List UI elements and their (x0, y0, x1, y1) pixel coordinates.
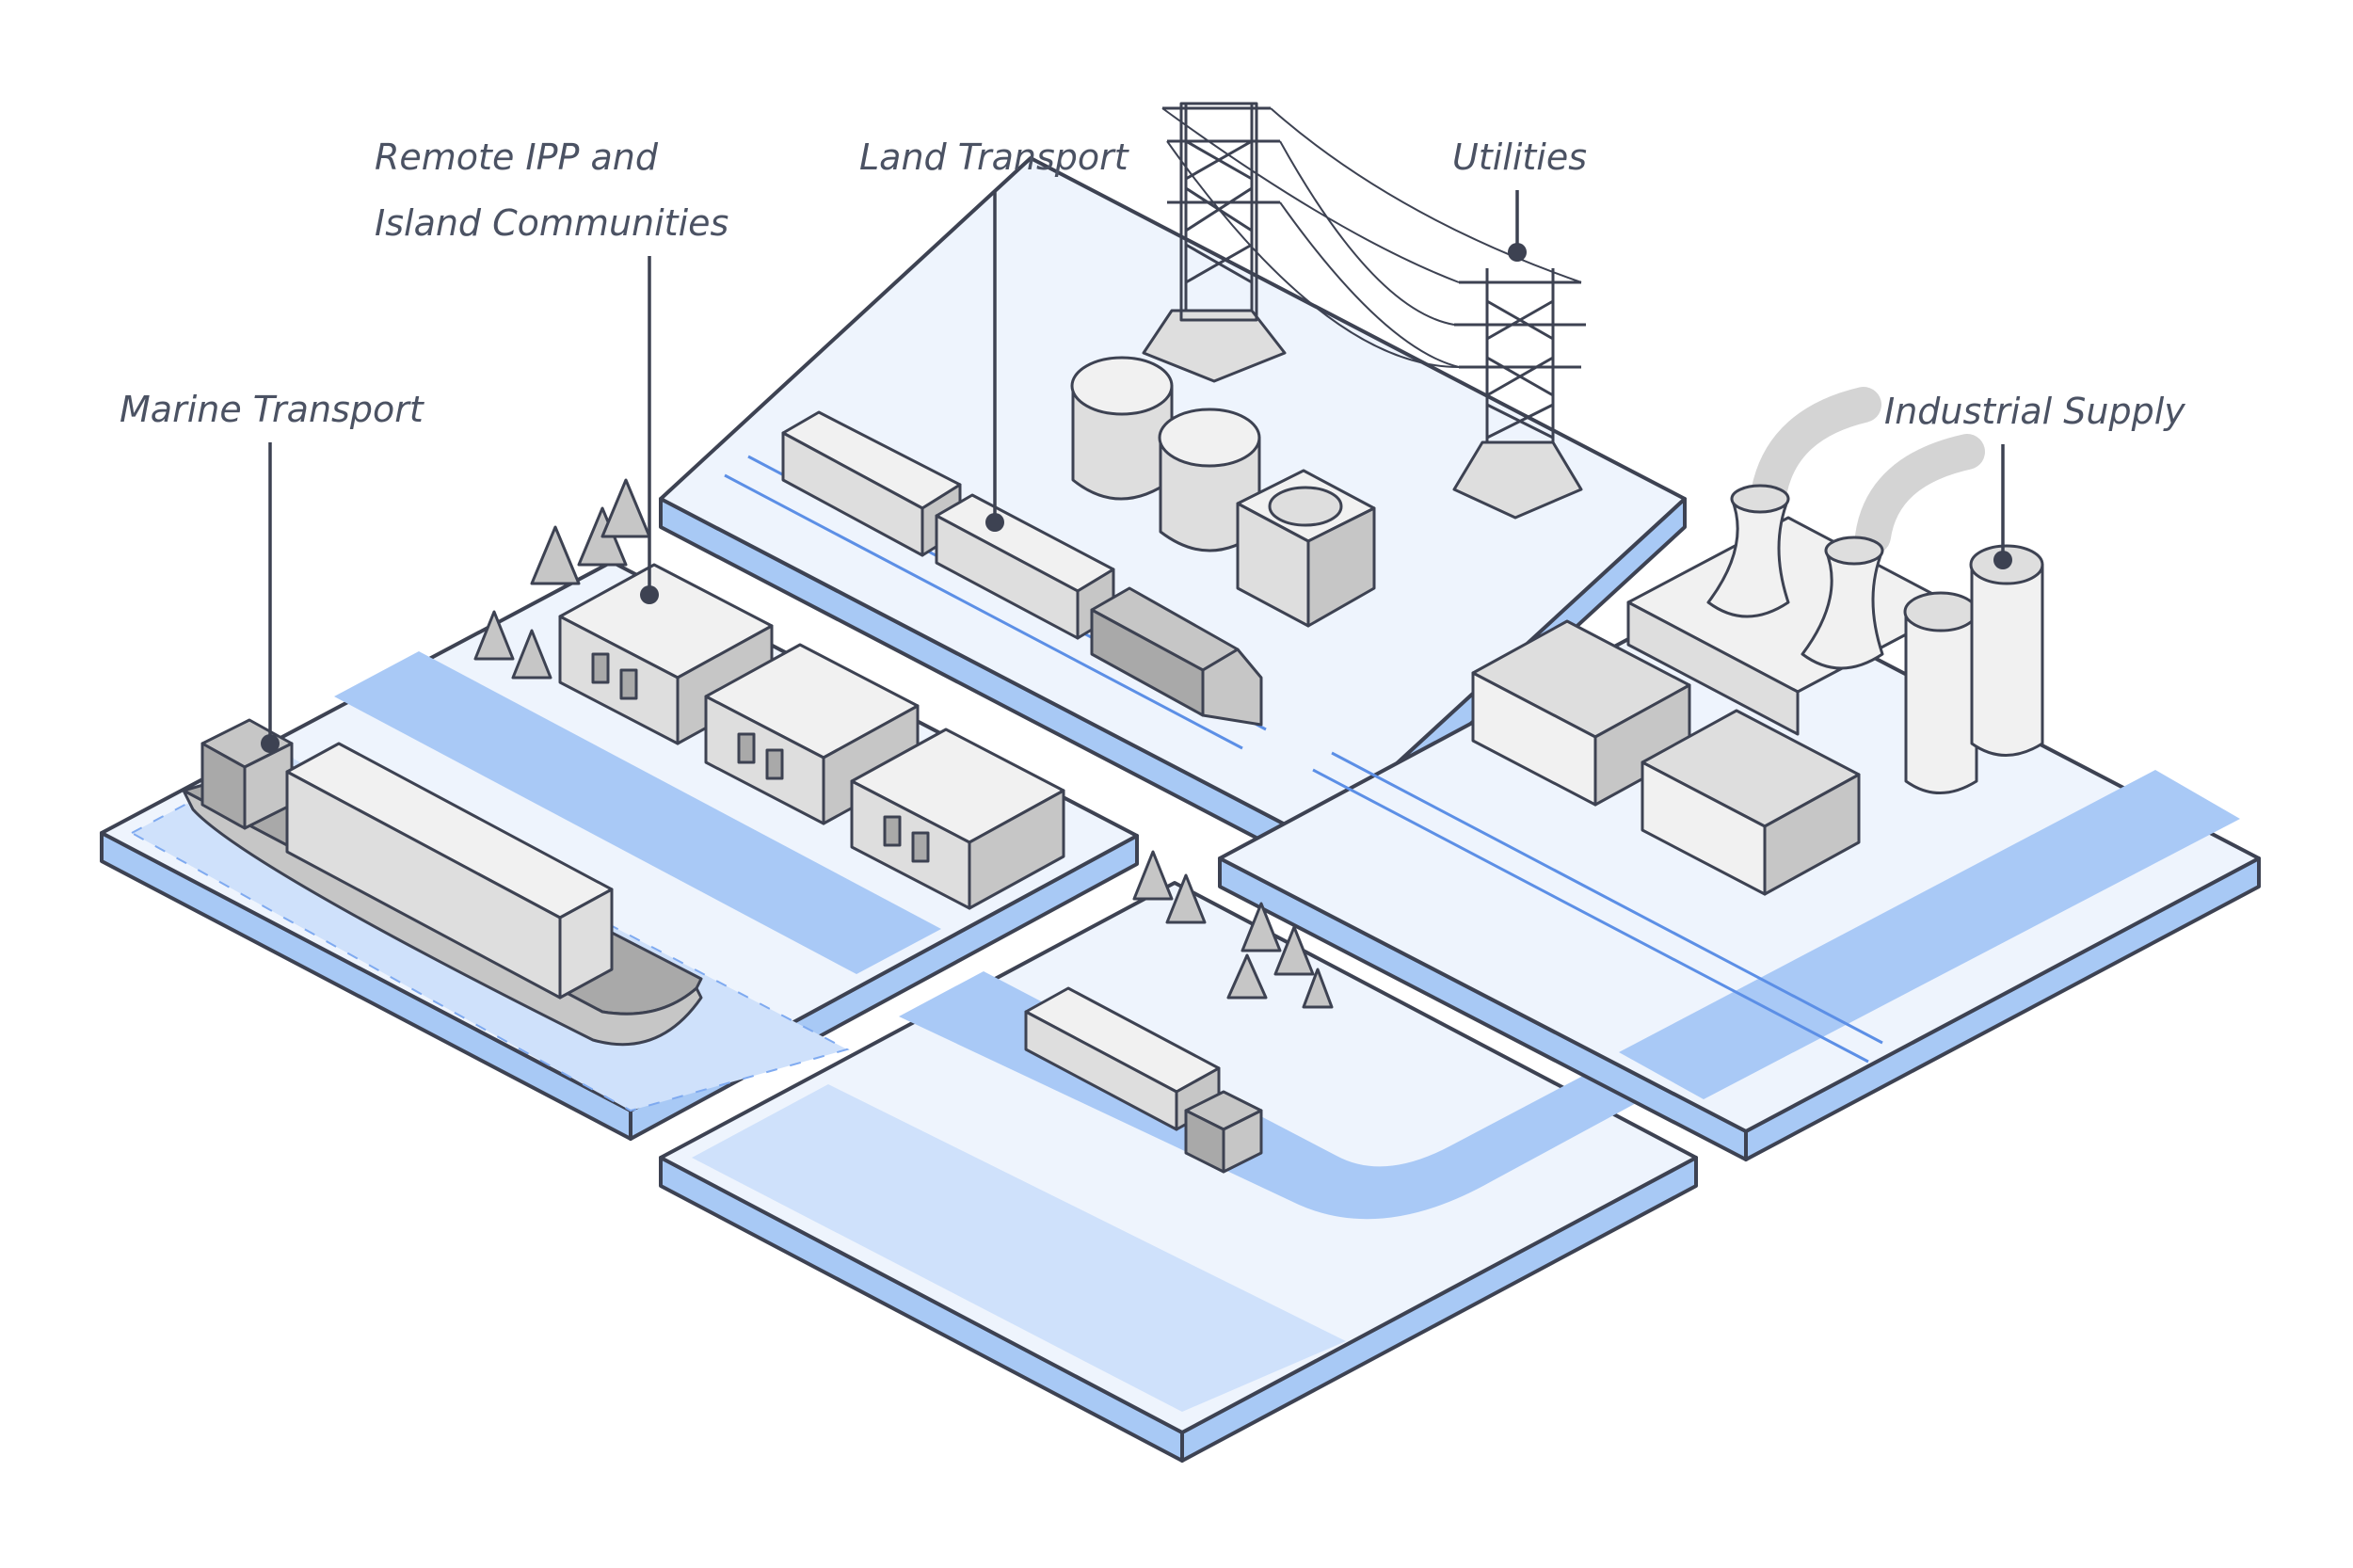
rail-track-right (1312, 751, 1883, 1064)
truck-icon (1024, 986, 1263, 1174)
label-text-remote-line1: Remote IPP and (375, 136, 659, 178)
label-utilities: Utilities (1452, 136, 1587, 262)
label-remote-ipp: Remote IPP and Island Communities (375, 136, 728, 604)
train-icon (781, 410, 1263, 727)
label-industrial-supply: Industrial Supply (1884, 391, 2185, 569)
label-text-marine: Marine Transport (120, 389, 425, 430)
label-text-land: Land Transport (859, 136, 1130, 178)
label-text-utilities: Utilities (1452, 136, 1587, 178)
label-text-remote-line2: Island Communities (375, 202, 728, 244)
label-text-industrial: Industrial Supply (1884, 391, 2185, 432)
label-marine-transport: Marine Transport (120, 389, 425, 753)
label-land-transport: Land Transport (859, 136, 1130, 532)
factory-icon (1626, 387, 2044, 794)
storage-tank-icon (1070, 356, 1261, 552)
cooling-unit-icon (1236, 469, 1376, 628)
pine-tree-icon (473, 478, 1334, 1009)
house-icon (558, 563, 1065, 910)
warehouse-icon (1471, 619, 1861, 896)
cargo-ship-icon (182, 718, 703, 1047)
transmission-tower-icon (1142, 102, 1586, 520)
